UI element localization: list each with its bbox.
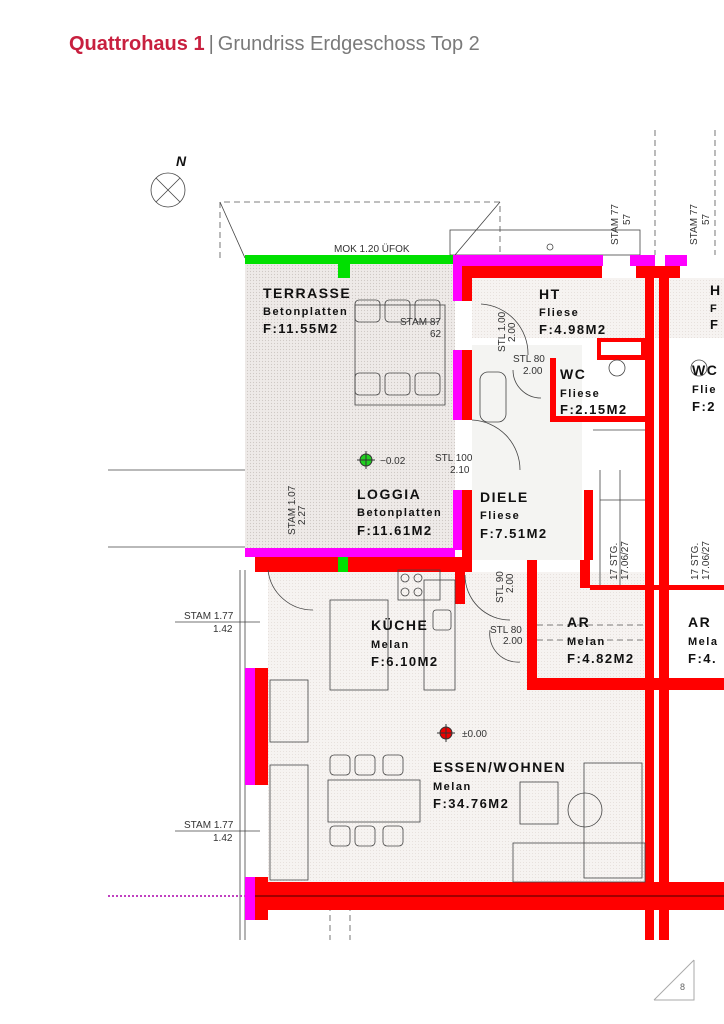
room-label-ht: HT Fliese F:4.98M2 <box>539 286 607 337</box>
room-material: Betonplatten <box>263 306 348 318</box>
stl-80-ar-height: 2.00 <box>503 636 523 647</box>
brand-title: Quattrohaus 1 <box>69 33 205 55</box>
stl-100-entry: STL 100 <box>435 453 473 464</box>
neighbor-label-ar: AR Mela F:4. <box>688 614 718 666</box>
room-name: LOGGIA <box>357 486 421 502</box>
room-name: WC <box>560 366 586 382</box>
stam-177-b: STAM 1.77 <box>184 820 234 831</box>
stam-177-a-height: 1.42 <box>213 624 233 635</box>
living-floor <box>268 572 645 882</box>
room-material: Fliese <box>480 510 520 522</box>
level-marker-loggia: −0.02 <box>357 451 406 469</box>
stam-77-a: STAM 77 57 <box>610 204 633 245</box>
dimension-labels: MOK 1.20 ÜFOK STAM 77 57 STAM 77 57 STAM… <box>175 204 712 844</box>
page-subtitle: Grundriss Erdgeschoss Top 2 <box>217 33 480 55</box>
title-separator: | <box>208 33 214 55</box>
svg-text:STAM 77: STAM 77 <box>689 204 700 245</box>
room-name: HT <box>539 286 561 302</box>
stam-107: STAM 1.07 2.27 <box>287 485 308 535</box>
room-label-kueche: KÜCHE Melan F:6.10M2 <box>371 617 439 669</box>
room-material: F <box>710 303 718 315</box>
room-name: AR <box>688 614 711 630</box>
room-area: F:7.51M2 <box>480 526 548 541</box>
room-material: Flie <box>692 384 717 396</box>
stl-90: STL 90 2.00 <box>495 571 516 603</box>
stam-77-b: STAM 77 57 <box>689 204 712 245</box>
room-material: Melan <box>433 781 472 793</box>
svg-text:2.27: 2.27 <box>297 505 308 525</box>
stl-80-wc: STL 80 <box>513 354 545 365</box>
room-material: Fliese <box>539 307 579 319</box>
walls <box>245 255 724 940</box>
neighbor-label-ht: H F F <box>710 282 722 332</box>
room-area: F:4.98M2 <box>539 322 607 337</box>
level-loggia: −0.02 <box>380 456 406 467</box>
room-material: Melan <box>567 636 606 648</box>
page-number: 8 <box>680 982 685 992</box>
room-material: Mela <box>688 636 718 648</box>
stl-80-wc-height: 2.00 <box>523 366 543 377</box>
room-area: F:11.55M2 <box>263 321 339 336</box>
svg-text:2.00: 2.00 <box>505 573 516 593</box>
room-area: F <box>710 317 719 332</box>
room-area: F:4.82M2 <box>567 651 635 666</box>
svg-text:STAM 77: STAM 77 <box>610 204 621 245</box>
stam-87: STAM 87 <box>400 317 441 328</box>
terrace-loggia-floor <box>245 264 455 548</box>
neighbor-label-wc: WC Flie F:2 <box>692 362 718 414</box>
svg-text:57: 57 <box>701 213 712 225</box>
stam-177-a: STAM 1.77 <box>184 611 234 622</box>
stl-80-ar: STL 80 <box>490 625 522 636</box>
stl-100-ht: STL 1.00 2.00 <box>497 311 518 352</box>
page-header: Quattrohaus 1|Grundriss Erdgeschoss Top … <box>69 33 480 56</box>
room-name: ESSEN/WOHNEN <box>433 759 566 775</box>
room-area: F:6.10M2 <box>371 654 439 669</box>
svg-text:17 STG.: 17 STG. <box>609 543 620 580</box>
svg-text:STL 1.00: STL 1.00 <box>497 311 508 352</box>
svg-text:STAM 1.07: STAM 1.07 <box>287 485 298 535</box>
room-name: H <box>710 282 722 298</box>
north-label: N <box>176 153 187 169</box>
level-marker-main: ±0.00 <box>437 724 487 742</box>
stam-87-height: 62 <box>430 329 442 340</box>
north-arrow-icon: N <box>150 153 187 208</box>
room-label-diele: DIELE Fliese F:7.51M2 <box>480 489 548 541</box>
svg-text:57: 57 <box>622 213 633 225</box>
svg-text:17 STG.: 17 STG. <box>690 543 701 580</box>
room-area: F:2.15M2 <box>560 402 628 417</box>
room-name: KÜCHE <box>371 617 428 633</box>
room-name: AR <box>567 614 590 630</box>
stroller-icon <box>479 371 507 423</box>
room-label-loggia: LOGGIA Betonplatten F:11.61M2 <box>357 486 442 538</box>
room-material: Melan <box>371 639 410 651</box>
diele-floor <box>472 345 582 560</box>
room-label-terrasse: TERRASSE Betonplatten F:11.55M2 <box>263 285 351 336</box>
stairs-b: 17 STG. 17.06/27 <box>690 541 712 580</box>
room-name: WC <box>692 362 718 378</box>
room-label-wc: WC Fliese F:2.15M2 <box>560 366 628 417</box>
mok-label: MOK 1.20 ÜFOK <box>334 243 410 255</box>
stl-100-entry-height: 2.10 <box>450 465 470 476</box>
page-corner: 8 <box>653 959 695 1001</box>
room-name: TERRASSE <box>263 285 351 301</box>
svg-text:2.00: 2.00 <box>507 322 518 342</box>
furniture <box>267 299 708 883</box>
svg-text:STL 90: STL 90 <box>495 571 506 603</box>
room-area: F:4. <box>688 651 717 666</box>
level-main: ±0.00 <box>462 729 487 740</box>
ht-floor <box>472 278 645 338</box>
room-area: F:11.61M2 <box>357 523 433 538</box>
stam-177-b-height: 1.42 <box>213 833 233 844</box>
room-label-essen-wohnen: ESSEN/WOHNEN Melan F:34.76M2 <box>433 759 566 811</box>
room-area: F:34.76M2 <box>433 796 509 811</box>
room-material: Betonplatten <box>357 507 442 519</box>
room-area: F:2 <box>692 399 716 414</box>
room-name: DIELE <box>480 489 529 505</box>
stairs-a: 17 STG. 17.06/27 <box>609 541 631 580</box>
svg-text:17.06/27: 17.06/27 <box>701 541 712 580</box>
svg-text:17.06/27: 17.06/27 <box>620 541 631 580</box>
room-material: Fliese <box>560 388 600 400</box>
room-label-ar: AR Melan F:4.82M2 <box>567 614 635 666</box>
